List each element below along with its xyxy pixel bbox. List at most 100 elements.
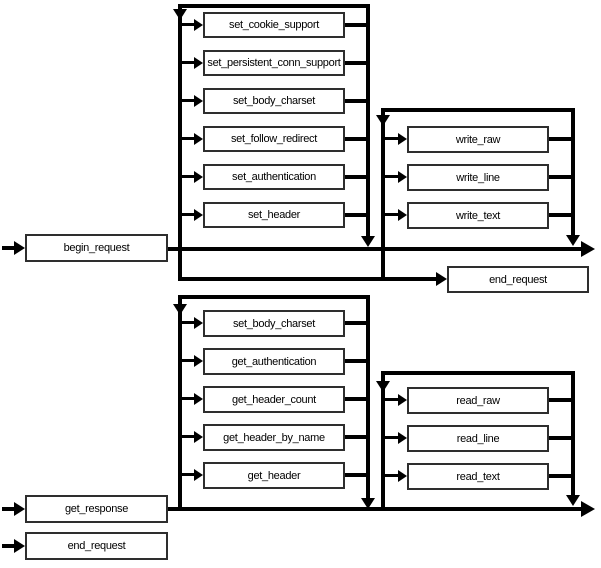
output-connector — [345, 473, 370, 477]
node-write-raw: write_raw — [407, 126, 549, 153]
entry-arrow-shaft — [182, 175, 196, 178]
node-get-header-by-name: get_header_by_name — [203, 424, 345, 451]
write-loop-left-line — [381, 108, 385, 281]
output-connector — [345, 435, 370, 439]
entry-arrow-shaft — [385, 398, 398, 401]
entry-arrow-shaft — [182, 473, 196, 476]
output-connector — [345, 359, 370, 363]
response-main-flow-arrowhead — [581, 501, 595, 517]
output-connector — [345, 61, 370, 65]
get-response-entry-arrowhead — [14, 502, 25, 516]
response-loop-down-arrowhead — [361, 498, 375, 509]
output-connector — [345, 137, 370, 141]
output-connector — [345, 397, 370, 401]
entry-arrowhead — [398, 394, 407, 406]
node-begin-request: begin_request — [25, 234, 168, 262]
node-set-persistent-conn-support: set_persistent_conn_support — [203, 50, 345, 76]
node-set-body-charset-response: set_body_charset — [203, 310, 345, 337]
node-set-cookie-support: set_cookie_support — [203, 12, 345, 38]
request-loop-top-line — [178, 4, 370, 8]
entry-arrowhead — [194, 393, 203, 405]
entry-arrowhead — [194, 355, 203, 367]
node-set-follow-redirect: set_follow_redirect — [203, 126, 345, 152]
entry-arrow-shaft — [182, 137, 196, 140]
begin-request-entry-shaft — [2, 246, 15, 250]
read-loop-left-line — [381, 371, 385, 511]
read-loop-top-line — [381, 371, 575, 375]
entry-arrow-shaft — [182, 359, 196, 362]
write-loop-top-line — [381, 108, 575, 112]
entry-arrow-shaft — [182, 435, 196, 438]
node-set-header: set_header — [203, 202, 345, 228]
begin-request-entry-arrowhead — [14, 241, 25, 255]
entry-arrowhead — [194, 209, 203, 221]
write-loop-entry-arrowhead — [376, 115, 390, 126]
entry-arrowhead — [194, 19, 203, 31]
output-connector — [549, 398, 575, 402]
end-request-branch-line — [178, 277, 436, 281]
request-loop-down-arrowhead — [361, 236, 375, 247]
request-main-flow-arrowhead — [581, 241, 595, 257]
end-request-branch-arrowhead — [436, 272, 447, 286]
entry-arrow-shaft — [385, 213, 398, 216]
node-read-raw: read_raw — [407, 387, 549, 414]
node-read-line: read_line — [407, 425, 549, 452]
read-loop-right-line — [571, 371, 575, 495]
node-get-authentication: get_authentication — [203, 348, 345, 375]
entry-arrowhead — [194, 171, 203, 183]
output-connector — [345, 175, 370, 179]
output-connector — [549, 137, 575, 141]
request-loop-entry-arrowhead — [173, 9, 187, 20]
entry-arrowhead — [194, 133, 203, 145]
response-loop-right-line — [366, 295, 370, 498]
entry-arrow-shaft — [182, 23, 196, 26]
output-connector — [345, 321, 370, 325]
read-loop-entry-arrowhead — [376, 381, 390, 392]
output-connector — [345, 99, 370, 103]
entry-arrow-shaft — [385, 436, 398, 439]
entry-arrowhead — [398, 209, 407, 221]
entry-arrow-shaft — [182, 61, 196, 64]
end-request-entry-arrowhead — [14, 539, 25, 553]
entry-arrowhead — [194, 431, 203, 443]
response-main-flow-line — [168, 507, 581, 511]
entry-arrowhead — [398, 470, 407, 482]
entry-arrowhead — [194, 95, 203, 107]
output-connector — [549, 213, 575, 217]
output-connector — [345, 213, 370, 217]
entry-arrow-shaft — [385, 175, 398, 178]
node-get-header: get_header — [203, 462, 345, 489]
output-connector — [549, 175, 575, 179]
entry-arrow-shaft — [182, 397, 196, 400]
node-end-request-top: end_request — [447, 266, 589, 293]
read-loop-down-arrowhead — [566, 495, 580, 506]
response-loop-entry-arrowhead — [173, 304, 187, 315]
entry-arrowhead — [398, 133, 407, 145]
node-write-text: write_text — [407, 202, 549, 229]
entry-arrowhead — [398, 171, 407, 183]
entry-arrowhead — [194, 469, 203, 481]
request-loop-left-line — [178, 4, 182, 281]
entry-arrow-shaft — [182, 99, 196, 102]
node-get-header-count: get_header_count — [203, 386, 345, 413]
output-connector — [549, 474, 575, 478]
response-loop-top-line — [178, 295, 370, 299]
entry-arrowhead — [194, 317, 203, 329]
node-end-request-bottom: end_request — [25, 532, 168, 560]
entry-arrow-shaft — [385, 474, 398, 477]
entry-arrowhead — [194, 57, 203, 69]
response-loop-left-line — [178, 295, 182, 511]
entry-arrow-shaft — [182, 213, 196, 216]
entry-arrow-shaft — [385, 137, 398, 140]
write-loop-down-arrowhead — [566, 235, 580, 246]
entry-arrowhead — [398, 432, 407, 444]
get-response-entry-shaft — [2, 507, 15, 511]
node-get-response: get_response — [25, 495, 168, 523]
node-write-line: write_line — [407, 164, 549, 191]
node-set-body-charset: set_body_charset — [203, 88, 345, 114]
request-loop-right-line — [366, 4, 370, 236]
node-set-authentication: set_authentication — [203, 164, 345, 190]
write-loop-right-line — [571, 108, 575, 235]
output-connector — [549, 436, 575, 440]
